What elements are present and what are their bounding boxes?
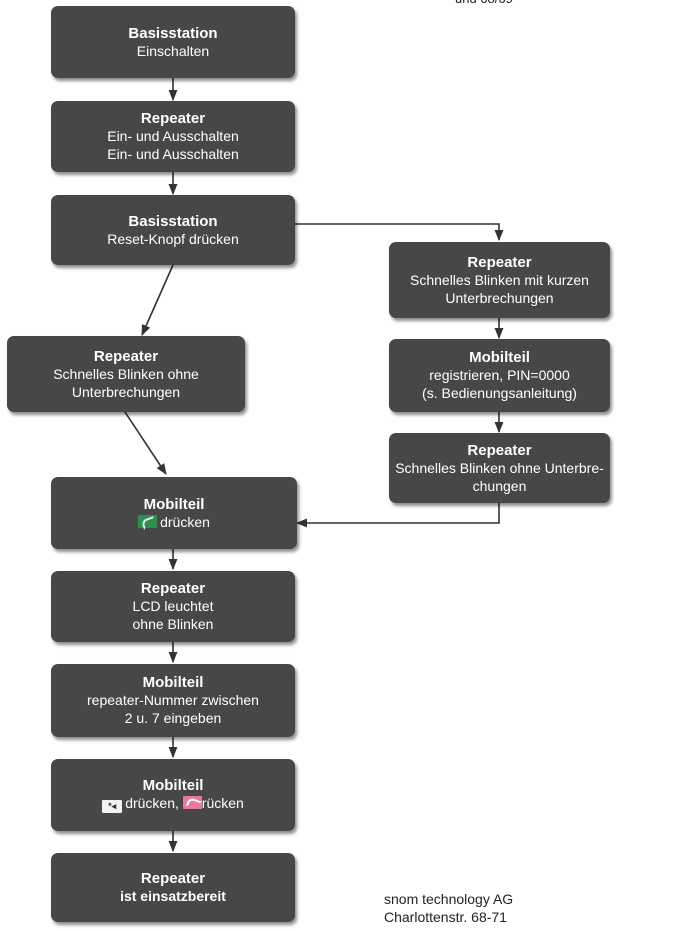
box-line: Ein- und Ausschalten xyxy=(107,146,239,162)
box-repeater-blinken-ohne: Repeater Schnelles Blinken ohne Unterbre… xyxy=(7,336,245,412)
box-line-text: drücken xyxy=(160,513,210,530)
box-repeater-blinken-ohne-2: Repeater Schnelles Blinken ohne Unterbre… xyxy=(389,433,610,503)
box-basisstation-reset: Basisstation Reset-Knopf drücken xyxy=(51,195,295,265)
box-line: *◂drücken, rücken xyxy=(102,794,244,813)
green-phone-icon xyxy=(138,514,158,528)
box-title: Repeater xyxy=(467,253,532,271)
box-basisstation-einschalten: Basisstation Einschalten xyxy=(51,6,295,78)
arrow-b3-r1 xyxy=(295,223,504,242)
box-line: Ein- und Ausschalten xyxy=(107,128,239,144)
star-key-icon: *◂ xyxy=(102,800,123,813)
box-line-text-1: drücken, xyxy=(125,795,179,811)
box-line: registrieren, PIN=0000 xyxy=(429,367,570,383)
box-line: Unterbrechungen xyxy=(445,289,554,306)
page-header-fragment: und 68/69 xyxy=(455,0,513,8)
box-title: Mobilteil xyxy=(469,349,530,366)
box-line: Unterbrechungen xyxy=(71,383,181,400)
box-line: 2 u. 7 eingeben xyxy=(124,710,222,726)
box-line: LCD leuchtet xyxy=(132,598,214,614)
box-line: ohne Blinken xyxy=(132,616,214,632)
box-line: chungen xyxy=(472,477,527,494)
arrow-r3-b5 xyxy=(295,503,500,528)
box-repeater-einsatzbereit: Repeater ist einsatzbereit xyxy=(51,853,295,922)
box-line: Schnelles Blinken ohne xyxy=(53,365,199,382)
box-title: Repeater xyxy=(140,110,206,127)
box-title: Mobilteil xyxy=(143,495,205,513)
box-title: Mobilteil xyxy=(142,777,204,794)
box-title: Repeater xyxy=(93,347,159,365)
box-mobilteil-nummer: Mobilteil repeater-Nummer zwischen 2 u. … xyxy=(51,664,295,737)
arrow-b4-b5 xyxy=(124,411,167,475)
arrow-b3-b4 xyxy=(141,264,174,337)
box-mobilteil-registrieren: Mobilteil registrieren, PIN=0000 (s. Bed… xyxy=(389,339,610,412)
box-line: drücken xyxy=(138,513,210,531)
box-mobilteil-gruen-druecken: Mobilteil drücken xyxy=(51,477,297,549)
box-line: Schnelles Blinken mit kurzen xyxy=(410,271,589,288)
box-line: (s. Bedienungsanleitung) xyxy=(422,385,577,401)
box-line: ist einsatzbereit xyxy=(120,888,226,904)
box-title: Repeater xyxy=(140,580,206,597)
box-line: Schnelles Blinken ohne Unterbre- xyxy=(395,459,604,476)
red-phone-icon xyxy=(182,796,202,809)
address-company: snom technology AG xyxy=(384,891,514,907)
box-title: Repeater xyxy=(467,441,532,459)
box-line: repeater-Nummer zwischen xyxy=(87,692,259,708)
address-street: Charlottenstr. 68-71 xyxy=(384,909,507,925)
box-line-text-2: rücken xyxy=(201,795,244,811)
box-title: Basisstation xyxy=(128,24,218,42)
box-title: Mobilteil xyxy=(142,674,204,691)
box-line: Einschalten xyxy=(136,42,210,59)
box-line: Reset-Knopf drücken xyxy=(107,230,239,247)
box-mobilteil-stern-rot: Mobilteil *◂drücken, rücken xyxy=(51,759,295,831)
box-title: Repeater xyxy=(140,870,206,887)
box-repeater-blinken-mit: Repeater Schnelles Blinken mit kurzen Un… xyxy=(389,242,610,318)
box-title: Basisstation xyxy=(128,212,218,230)
box-repeater-lcd: Repeater LCD leuchtet ohne Blinken xyxy=(51,571,295,642)
box-repeater-ein-aus: Repeater Ein- und Ausschalten Ein- und A… xyxy=(51,101,295,172)
